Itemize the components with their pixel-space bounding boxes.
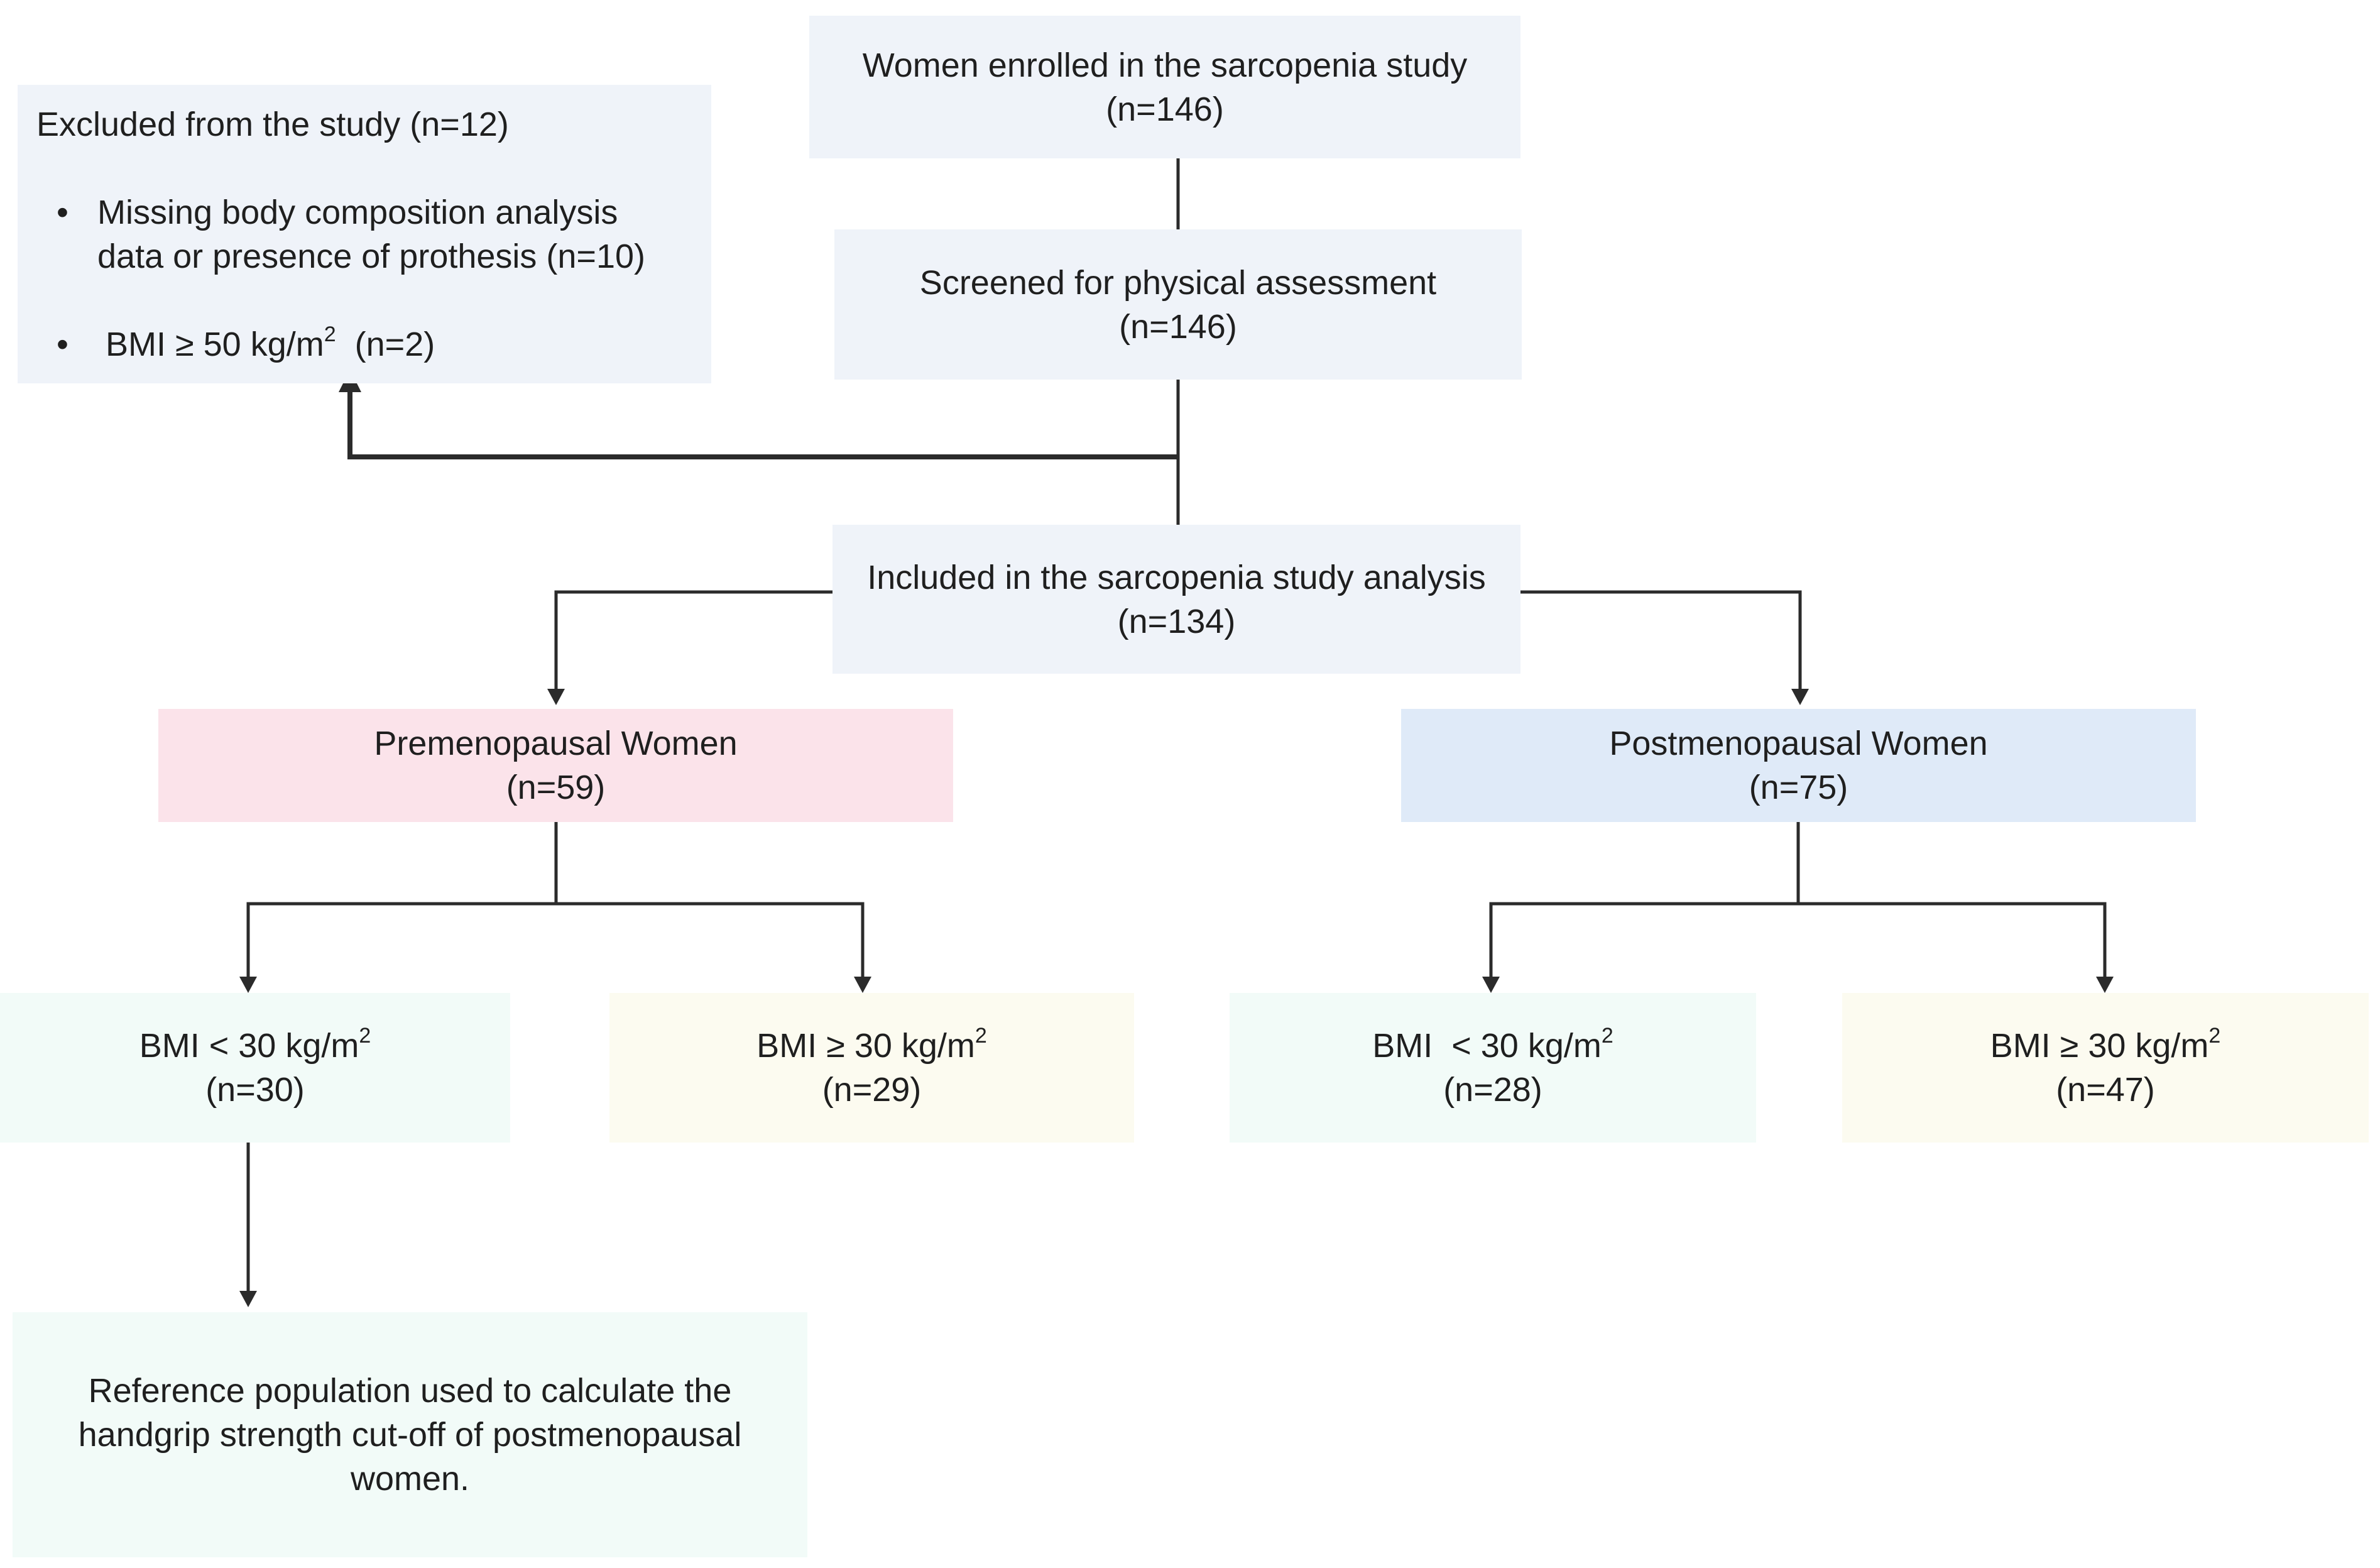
connector-pre-high [556, 902, 865, 980]
excluded-reason-line-1: Missing body composition analysis [97, 194, 618, 231]
excluded-reason-missing-data: • Missing body composition analysis data… [36, 190, 692, 278]
pre-bmi-low-box: BMI < 30 kg/m2 (n=30) [0, 993, 510, 1143]
post-bmi-low-count: (n=28) [1443, 1071, 1542, 1109]
included-box: Included in the sarcopenia study analysi… [832, 525, 1520, 674]
reference-population-box: Reference population used to calculate t… [13, 1312, 807, 1557]
premenopausal-count: (n=59) [506, 769, 606, 806]
arrowhead-post-high [2096, 977, 2114, 993]
pre-bmi-high-label: BMI ≥ 30 kg/m2 [756, 1024, 987, 1065]
enrolled-box: Women enrolled in the sarcopenia study (… [809, 16, 1520, 158]
excluded-box: Excluded from the study (n=12) • Missing… [18, 85, 711, 383]
pre-bmi-low-label: BMI < 30 kg/m2 [139, 1024, 371, 1065]
postmenopausal-title: Postmenopausal Women [1609, 725, 1988, 762]
bullet-marker: • [57, 326, 68, 363]
post-bmi-high-box: BMI ≥ 30 kg/m2 (n=47) [1842, 993, 2369, 1143]
screened-title: Screened for physical assessment [919, 263, 1437, 302]
screened-box: Screened for physical assessment (n=146) [834, 229, 1522, 380]
connector-included-premenopausal [554, 590, 832, 693]
post-bmi-low-box: BMI < 30 kg/m2 (n=28) [1230, 993, 1756, 1143]
connector-post-high [1798, 902, 2107, 980]
post-bmi-high-label: BMI ≥ 30 kg/m2 [1990, 1024, 2221, 1065]
included-title: Included in the sarcopenia study analysi… [867, 558, 1486, 596]
postmenopausal-box: Postmenopausal Women (n=75) [1401, 709, 2196, 822]
excluded-title: Excluded from the study (n=12) [36, 106, 509, 143]
postmenopausal-count: (n=75) [1749, 769, 1848, 806]
excluded-reason-line-2: data or presence of prothesis (n=10) [97, 238, 646, 275]
arrowhead-postmenopausal [1791, 689, 1809, 705]
premenopausal-box: Premenopausal Women (n=59) [158, 709, 953, 822]
enrolled-count: (n=146) [1106, 90, 1224, 128]
excluded-bmi-label: BMI ≥ 50 kg/m [106, 326, 324, 363]
connector-included-postmenopausal [1520, 590, 1802, 693]
excluded-bmi-superscript: 2 [324, 322, 336, 346]
excluded-reason-bmi: • BMI ≥ 50 kg/m2 (n=2) [36, 322, 692, 366]
pre-bmi-low-count: (n=30) [205, 1071, 305, 1109]
arrowhead-premenopausal [547, 689, 565, 705]
bullet-marker: • [57, 194, 68, 231]
connector-to-excluded [347, 388, 1178, 459]
arrowhead-pre-high [854, 977, 871, 993]
post-bmi-high-count: (n=47) [2056, 1071, 2155, 1109]
pre-bmi-high-count: (n=29) [822, 1071, 922, 1109]
included-count: (n=134) [1117, 602, 1236, 640]
connector-post-low [1489, 902, 1798, 980]
premenopausal-title: Premenopausal Women [374, 725, 738, 762]
excluded-reasons-list: • Missing body composition analysis data… [36, 190, 692, 366]
reference-population-text: Reference population used to calculate t… [78, 1372, 742, 1498]
post-bmi-low-label: BMI < 30 kg/m2 [1372, 1024, 1613, 1065]
pre-bmi-high-box: BMI ≥ 30 kg/m2 (n=29) [609, 993, 1134, 1143]
enrolled-title: Women enrolled in the sarcopenia study [862, 46, 1468, 84]
excluded-bmi-count: (n=2) [336, 326, 435, 363]
arrowhead-pre-low [239, 977, 257, 993]
arrowhead-post-low [1482, 977, 1500, 993]
screened-count: (n=146) [1119, 307, 1237, 346]
connector-pre-low [246, 902, 556, 980]
arrowhead-reference [239, 1291, 257, 1307]
